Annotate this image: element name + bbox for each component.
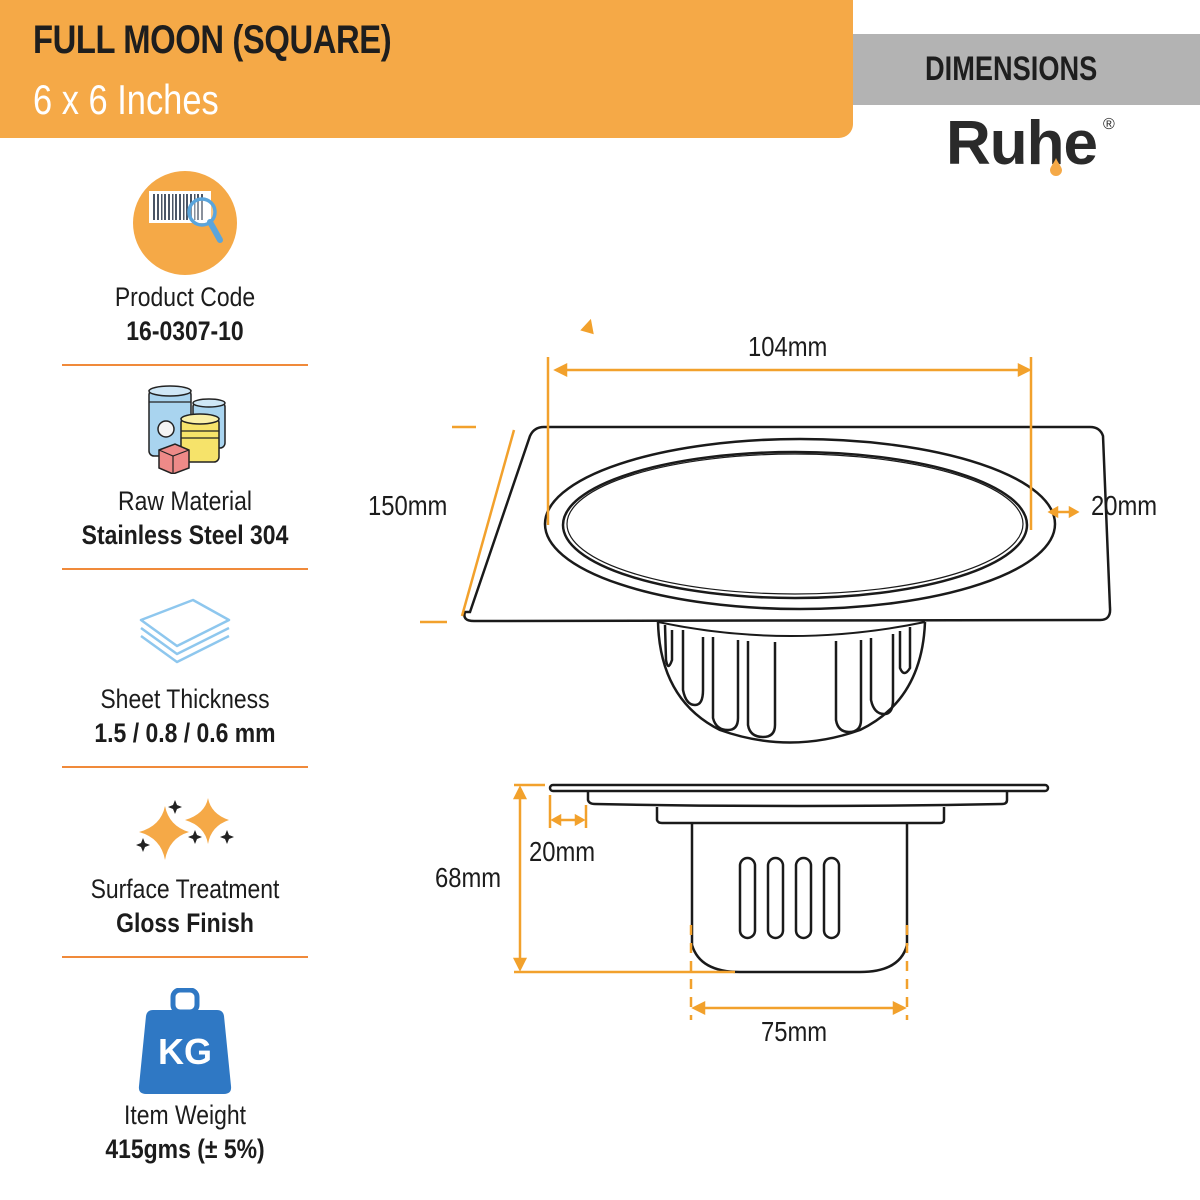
spec-label: Sheet Thickness (100, 684, 270, 714)
spec-value: Stainless Steel 304 (81, 520, 289, 550)
spec-label: Surface Treatment (90, 874, 280, 904)
dim-label-height: 68mm (435, 862, 502, 893)
stacked-sheets-icon (135, 598, 235, 668)
spec-sheet-thickness: Sheet Thickness 1.5 / 0.8 / 0.6 mm (62, 598, 308, 768)
spec-value: 16-0307-10 (126, 316, 244, 346)
top-view-drain (463, 425, 1112, 744)
dim-label-flange: 20mm (529, 836, 596, 867)
spec-product-code: Product Code 16-0307-10 (62, 170, 308, 366)
spec-raw-material: Raw Material Stainless Steel 304 (62, 384, 308, 570)
brand-name: Ruhe (946, 109, 1098, 178)
dim-label-body-width: 75mm (761, 1016, 828, 1047)
product-title: FULL MOON (SQUARE) (33, 18, 392, 62)
registered-mark: ® (1103, 116, 1115, 133)
dimensions-heading: DIMENSIONS (925, 50, 1098, 88)
divider (62, 568, 308, 570)
divider (62, 364, 308, 366)
water-drop-icon (1050, 158, 1062, 176)
side-view-drain (548, 783, 1050, 974)
sparkle-icon (135, 796, 235, 866)
barcode-search-icon (132, 170, 238, 276)
raw-material-containers-icon (135, 384, 235, 475)
divider (62, 956, 308, 958)
dim-label-inner-diameter: 104mm (748, 331, 828, 362)
dim-label-plate-size: 150mm (368, 490, 448, 521)
kg-weight-icon: KG (137, 987, 233, 1096)
spec-value: 415gms (± 5%) (105, 1134, 265, 1164)
title-banner: FULL MOON (SQUARE) 6 x 6 Inches (0, 0, 853, 138)
spec-label: Product Code (114, 282, 256, 312)
spec-value: Gloss Finish (116, 908, 254, 938)
spec-label: Item Weight (123, 1100, 247, 1130)
spec-label: Raw Material (118, 486, 252, 516)
svg-text:KG: KG (158, 1031, 212, 1072)
spec-item-weight: KG Item Weight 415gms (± 5%) (62, 987, 308, 1166)
brand-logo: Ruhe ® (946, 108, 1146, 178)
spec-surface-treatment: Surface Treatment Gloss Finish (62, 796, 308, 958)
dim-label-rim-width: 20mm (1091, 490, 1158, 521)
product-size: 6 x 6 Inches (33, 76, 219, 123)
dimensions-section-bar: DIMENSIONS (853, 34, 1200, 105)
divider (62, 766, 308, 768)
spec-value: 1.5 / 0.8 / 0.6 mm (94, 718, 276, 748)
